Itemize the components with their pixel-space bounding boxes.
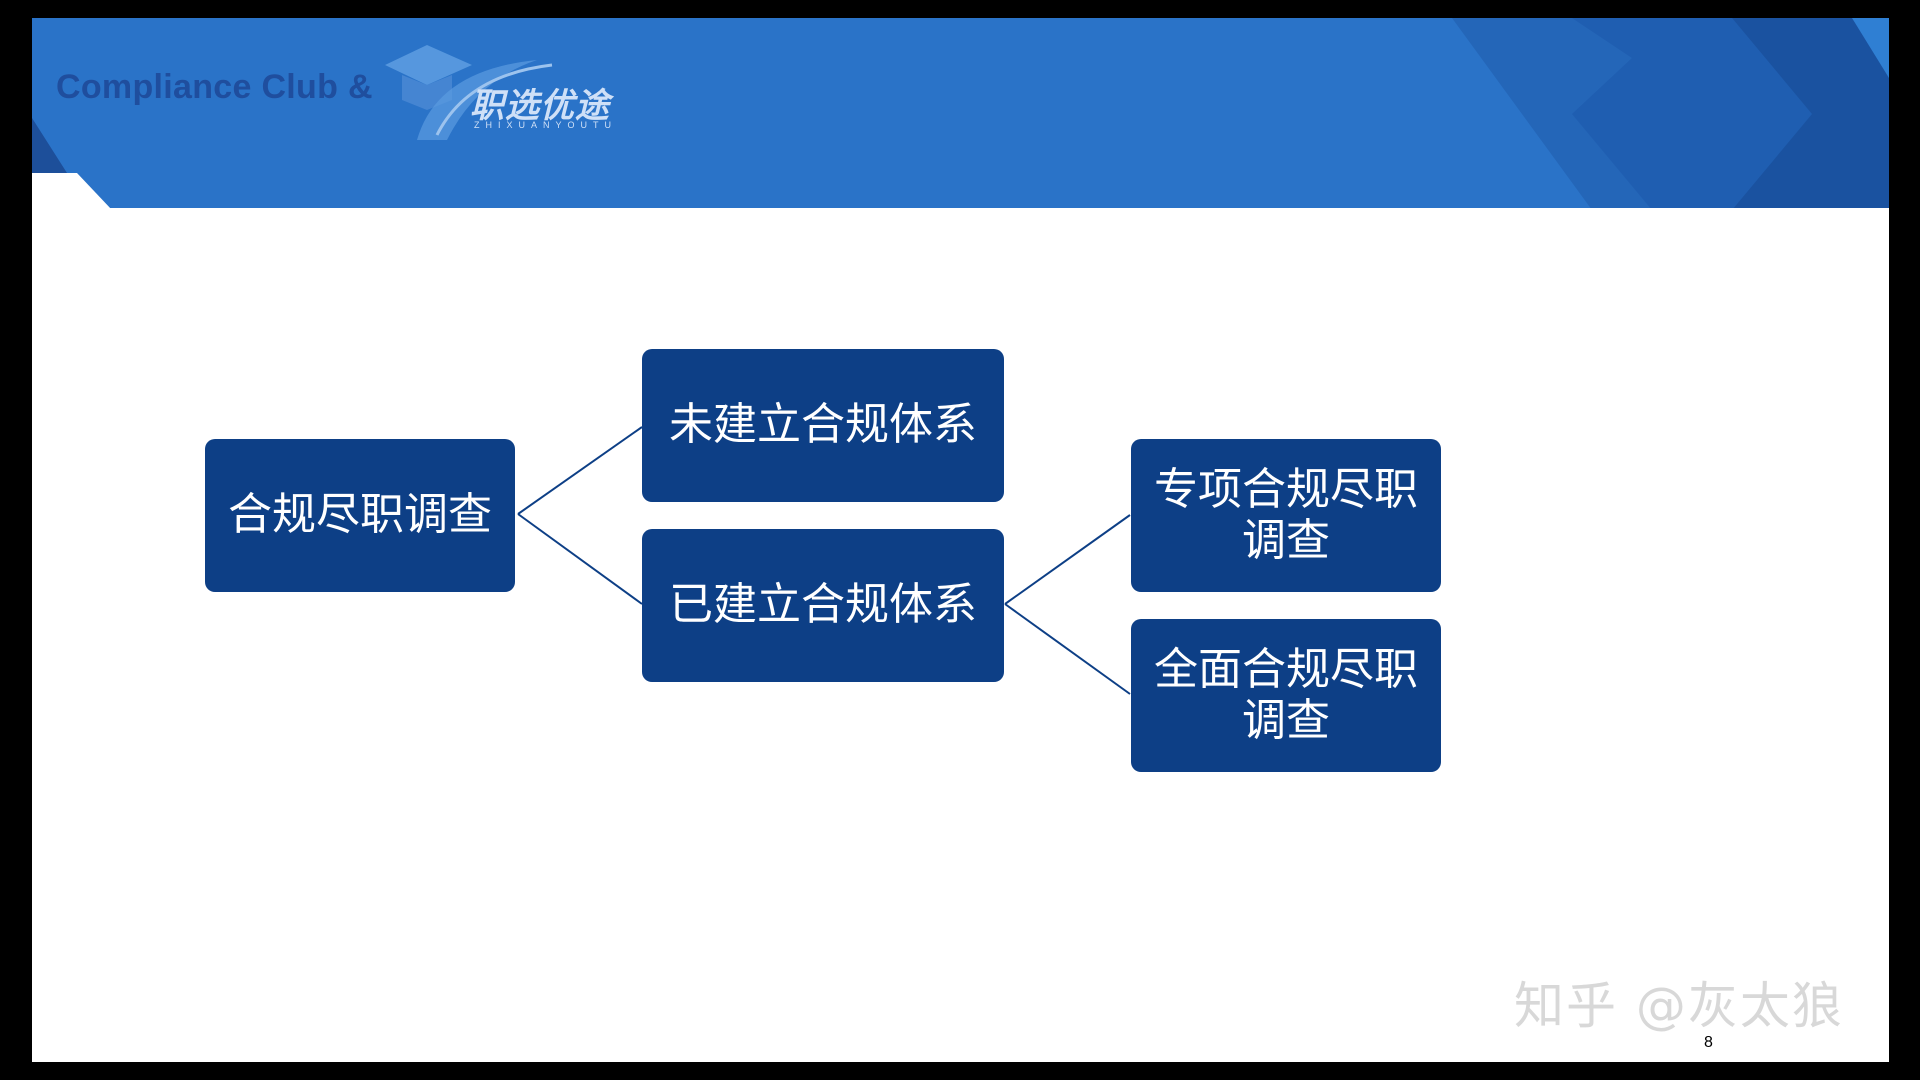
special-due-diligence-line1: 专项合规尽职 [1154,463,1418,515]
connector-built-to-full [1004,603,1131,695]
logo-text: 职选优途 [470,86,610,126]
brand-text: Compliance Club & [56,68,373,106]
special-due-diligence-box: 专项合规尽职 调查 [1131,439,1441,592]
root-box: 合规尽职调查 [205,439,515,592]
graduation-cap-logo-icon [385,45,553,140]
unbuilt-system-label: 未建立合规体系 [669,399,977,451]
special-due-diligence-line2: 调查 [1242,514,1330,566]
full-due-diligence-box: 全面合规尽职 调查 [1131,619,1441,772]
watermark: 知乎 @灰太狼 [1514,977,1844,1035]
connector-root-to-unbuilt [517,426,643,515]
built-system-box: 已建立合规体系 [642,529,1004,682]
root-box-label: 合规尽职调查 [228,489,492,541]
header-banner [32,18,1889,210]
slide: Compliance Club & 职选优途 ZHIXUANYOUTU 合规尽职… [32,18,1889,1062]
connector-root-to-built [517,513,643,605]
connector-built-to-special [1004,514,1131,605]
built-system-label: 已建立合规体系 [669,579,977,631]
full-due-diligence-line1: 全面合规尽职 [1154,643,1418,695]
page-number: 8 [1704,1034,1713,1051]
logo-subtext: ZHIXUANYOUTU [474,120,618,130]
unbuilt-system-box: 未建立合规体系 [642,349,1004,502]
full-due-diligence-line2: 调查 [1242,694,1330,746]
